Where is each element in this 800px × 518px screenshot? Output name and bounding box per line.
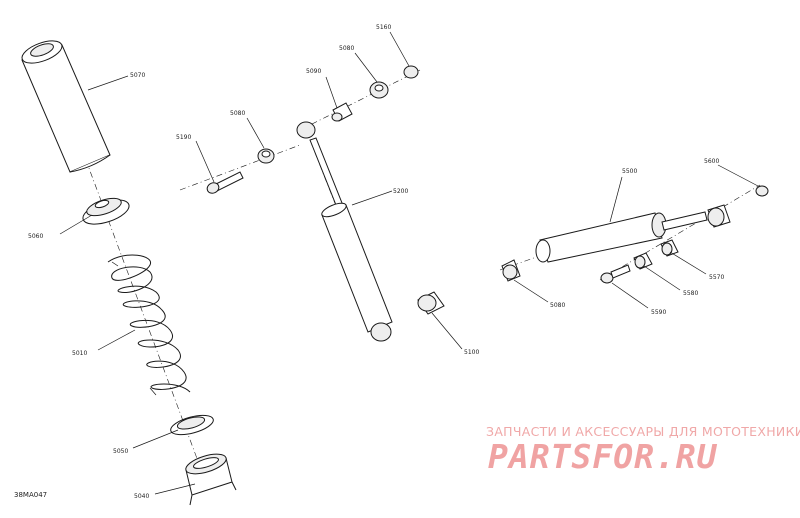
callout-5580: 5580 [683, 290, 698, 297]
callout-5080-upper: 5080 [339, 45, 354, 52]
callout-5500: 5500 [622, 168, 637, 175]
cap-5160 [403, 65, 419, 79]
coil-spring-5010 [107, 254, 191, 396]
callout-5570: 5570 [709, 274, 724, 281]
preload-adjuster-5040 [185, 453, 237, 506]
shock-body-5200 [296, 121, 393, 342]
callout-5190: 5190 [176, 134, 191, 141]
callout-5080-right: 5080 [550, 302, 565, 309]
callout-5160: 5160 [376, 24, 391, 31]
lower-spring-seat-5050 [170, 414, 214, 436]
upper-spring-seat-5060 [82, 197, 130, 225]
bushing-5080-upper [369, 81, 389, 99]
sleeve-5570 [660, 239, 679, 257]
watermark-tagline: ЗАПЧАСТИ И АКСЕССУАРЫ ДЛЯ МОТОТЕХНИКИ [486, 424, 800, 439]
callout-5100: 5100 [464, 349, 479, 356]
sleeve-5580 [633, 252, 653, 270]
callout-5010: 5010 [72, 350, 87, 357]
watermark: ЗАПЧАСТИ И АКСЕССУАРЫ ДЛЯ МОТОТЕХНИКИ PA… [486, 424, 800, 476]
bushing-upper-right [707, 204, 731, 228]
collar-5080-center [257, 148, 275, 164]
watermark-logo: PARTSFOR.RU [488, 437, 718, 476]
bolt-5590 [600, 264, 631, 284]
callout-5060: 5060 [28, 233, 43, 240]
callout-5050: 5050 [113, 448, 128, 455]
bushing-5080-right [501, 259, 521, 282]
callout-5200: 5200 [393, 188, 408, 195]
callout-5590: 5590 [651, 309, 666, 316]
left-assembly-axis [44, 49, 206, 481]
callout-5070: 5070 [130, 72, 145, 79]
leader-lines [59, 31, 759, 495]
drawing-reference: 38MA047 [14, 491, 47, 499]
callout-labels: 5070 5060 5010 5050 5040 5190 5080 5090 … [28, 24, 724, 500]
callout-5600: 5600 [704, 158, 719, 165]
dust-boot-5070 [21, 40, 111, 173]
sleeve-5090 [331, 102, 353, 122]
callout-5090: 5090 [306, 68, 321, 75]
center-assembly-axes [179, 69, 421, 331]
bolt-5190 [206, 171, 244, 194]
callout-5040: 5040 [134, 493, 149, 500]
shock-5500 [535, 211, 708, 263]
callout-5080-center: 5080 [230, 110, 245, 117]
nut-5600 [755, 185, 769, 197]
bushing-5100 [417, 291, 445, 315]
